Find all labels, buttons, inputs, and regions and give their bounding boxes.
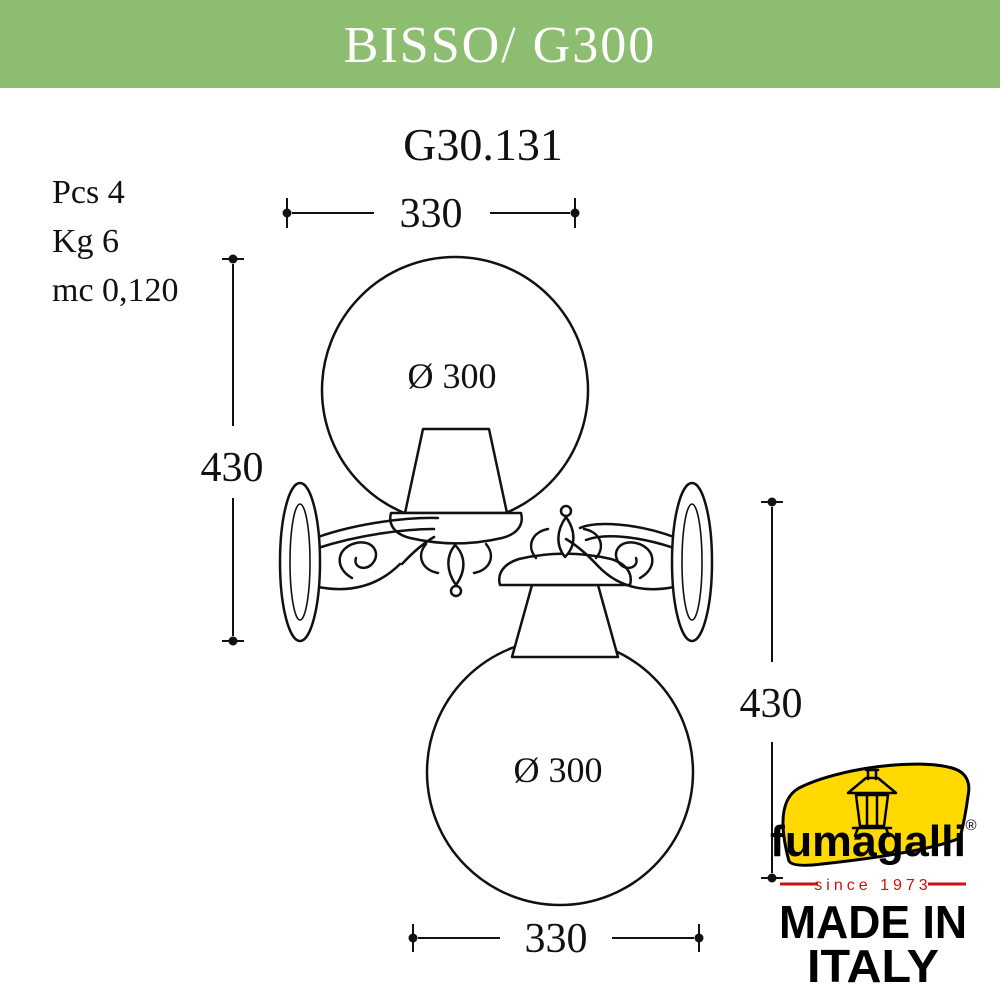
bracket-arm-lower — [316, 562, 402, 591]
lantern-icon — [846, 768, 898, 838]
bracket-arm-upper — [316, 516, 440, 539]
wall-plate — [278, 481, 322, 643]
spec-pieces: Pcs 4 — [52, 174, 125, 211]
brand-wordmark: fumagalli — [770, 817, 966, 866]
made-in-line2: ITALY — [807, 940, 939, 992]
bracket-pan — [389, 511, 523, 545]
spec-block: Pcs 4 Kg 6 mc 0,120 — [52, 174, 179, 309]
wall-plate — [670, 481, 714, 643]
lamp-drawing-globe-up: Ø 300 — [278, 255, 590, 643]
lantern-roof — [846, 776, 898, 795]
dimension-dot — [228, 636, 238, 646]
bracket-arm-upper-inner — [584, 535, 676, 550]
dimension-dot — [282, 208, 292, 218]
bracket-arm-lower-inner — [400, 535, 436, 566]
wall-plate-inner — [289, 503, 311, 621]
dimension-dot — [694, 933, 704, 943]
dimension-label-left-height: 430 — [201, 445, 264, 491]
brand-block: fumagalli ® since 1973 MADE IN ITALY — [770, 762, 977, 992]
model-code: G30.131 — [403, 119, 563, 170]
lamp-drawing-globe-down: Ø 300 — [425, 481, 714, 907]
bracket-pan — [498, 552, 632, 587]
bracket-scroll — [529, 527, 550, 560]
globe-diameter-label-top: Ø 300 — [408, 356, 497, 396]
bracket-finial — [447, 543, 465, 587]
dimension-dot — [228, 254, 238, 264]
spec-volume: mc 0,120 — [52, 272, 179, 309]
lantern-base — [851, 826, 893, 838]
lamp-holder-cone — [403, 427, 509, 515]
bracket-scroll — [582, 527, 603, 560]
bracket-arm-upper — [578, 522, 676, 539]
dimension-dot — [767, 873, 777, 883]
registered-mark: ® — [965, 817, 976, 834]
bracket-finial — [557, 515, 575, 559]
bracket-arm-upper-inner — [316, 527, 436, 550]
bracket-spiral — [614, 541, 654, 580]
dimension-top-width: 330 — [282, 191, 580, 237]
spec-weight: Kg 6 — [52, 223, 119, 260]
bracket-spiral — [338, 541, 378, 580]
dimension-label-top-width: 330 — [400, 191, 463, 237]
dimension-label-right-height: 430 — [740, 681, 803, 727]
lantern-panes — [865, 793, 879, 828]
finial-ball — [559, 504, 573, 518]
dimension-label-bottom-width: 330 — [525, 916, 588, 962]
dimension-dot — [408, 933, 418, 943]
since-label: since 1973 — [814, 877, 931, 894]
bracket-arm-lower-inner — [564, 537, 600, 568]
bracket-scroll — [419, 542, 440, 575]
dimension-dot — [767, 497, 777, 507]
header-banner — [0, 0, 1000, 88]
finial-ball — [449, 584, 463, 598]
bracket-scroll — [472, 542, 493, 575]
dimension-dot — [570, 208, 580, 218]
dimension-right-height: 430 — [740, 497, 803, 883]
bracket-arm-lower — [596, 564, 676, 591]
wall-plate-inner — [681, 503, 703, 621]
lamp-holder-cone — [510, 583, 620, 659]
dimension-bottom-width: 330 — [408, 916, 704, 962]
product-series-title: BISSO/ G300 — [344, 17, 656, 74]
dimension-left-height: 430 — [201, 254, 264, 646]
made-in-line1: MADE IN — [779, 896, 967, 948]
globe-diameter-label-bottom: Ø 300 — [514, 750, 603, 790]
